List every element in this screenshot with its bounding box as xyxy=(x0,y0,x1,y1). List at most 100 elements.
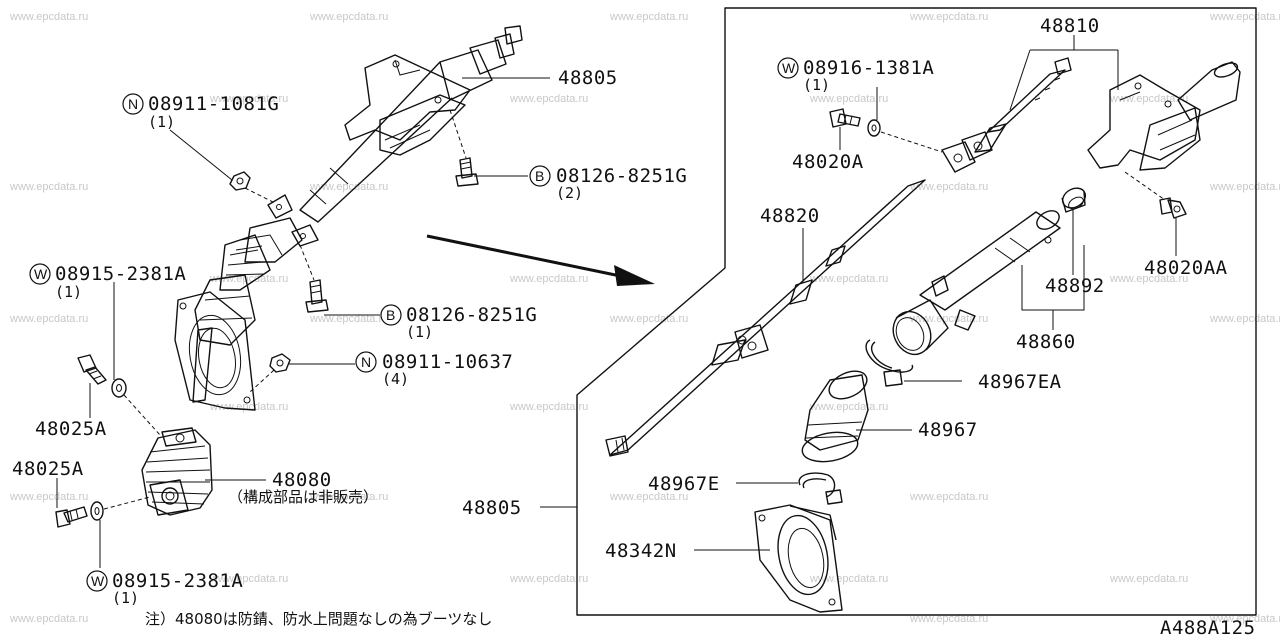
label-48860: 48860 xyxy=(1016,331,1076,353)
label-48967: 48967 xyxy=(918,419,978,441)
svg-text:(1): (1) xyxy=(55,283,82,301)
label-48020aa: 48020AA xyxy=(1144,257,1228,279)
bolt-48020a xyxy=(829,108,861,128)
label-48967ea: 48967EA xyxy=(978,371,1062,393)
svg-text:www.epcdata.ru: www.epcdata.ru xyxy=(609,313,688,325)
svg-text:www.epcdata.ru: www.epcdata.ru xyxy=(309,181,388,193)
svg-text:08915-2381A: 08915-2381A xyxy=(55,263,186,285)
bolt-08126-8251g-lower xyxy=(305,279,329,313)
svg-text:www.epcdata.ru: www.epcdata.ru xyxy=(9,613,88,625)
svg-text:www.epcdata.ru: www.epcdata.ru xyxy=(9,181,88,193)
svg-text:08916-1381A: 08916-1381A xyxy=(803,57,934,79)
svg-text:www.epcdata.ru: www.epcdata.ru xyxy=(809,573,888,585)
upper-shaft-48810 xyxy=(941,57,1072,173)
clamp-48967e xyxy=(798,472,843,505)
svg-text:www.epcdata.ru: www.epcdata.ru xyxy=(209,573,288,585)
washer-08916-1381a xyxy=(867,119,881,137)
svg-text:www.epcdata.ru: www.epcdata.ru xyxy=(809,401,888,413)
svg-text:(2): (2) xyxy=(556,184,583,202)
leader-lines xyxy=(56,35,1177,568)
upper-tube-bracket-48810 xyxy=(1087,61,1241,171)
svg-text:www.epcdata.ru: www.epcdata.ru xyxy=(1209,613,1280,625)
svg-text:(1): (1) xyxy=(406,323,433,341)
svg-text:www.epcdata.ru: www.epcdata.ru xyxy=(1209,313,1280,325)
svg-text:www.epcdata.ru: www.epcdata.ru xyxy=(9,11,88,23)
svg-text:W: W xyxy=(782,60,796,76)
svg-text:W: W xyxy=(34,266,48,282)
svg-text:www.epcdata.ru: www.epcdata.ru xyxy=(9,491,88,503)
label-48805-top: 48805 xyxy=(558,67,618,89)
svg-text:08126-8251G: 08126-8251G xyxy=(556,165,687,187)
svg-text:08126-8251G: 08126-8251G xyxy=(406,304,537,326)
svg-text:www.epcdata.ru: www.epcdata.ru xyxy=(909,181,988,193)
label-48820: 48820 xyxy=(760,205,820,227)
svg-text:www.epcdata.ru: www.epcdata.ru xyxy=(209,273,288,285)
nut-08911-1081g xyxy=(229,171,251,191)
svg-text:www.epcdata.ru: www.epcdata.ru xyxy=(1109,573,1188,585)
svg-text:www.epcdata.ru: www.epcdata.ru xyxy=(809,273,888,285)
svg-text:www.epcdata.ru: www.epcdata.ru xyxy=(609,491,688,503)
svg-text:www.epcdata.ru: www.epcdata.ru xyxy=(1209,11,1280,23)
fastener-b2: B 08126-8251G (1) xyxy=(380,304,537,341)
view-arrow xyxy=(426,234,655,286)
svg-text:www.epcdata.ru: www.epcdata.ru xyxy=(309,313,388,325)
label-48025a-upper: 48025A xyxy=(35,418,107,440)
fastener-w2: W 08915-2381A (1) xyxy=(86,570,243,607)
nut-08911-10637 xyxy=(269,353,291,373)
svg-text:(1): (1) xyxy=(148,113,175,131)
label-48342n: 48342N xyxy=(605,540,677,562)
washer-08915-2381a-lower xyxy=(90,501,104,521)
svg-text:www.epcdata.ru: www.epcdata.ru xyxy=(509,401,588,413)
svg-text:N: N xyxy=(361,354,371,370)
shaft-48820 xyxy=(605,179,926,457)
svg-text:08911-1081G: 08911-1081G xyxy=(148,93,279,115)
exploded-view-frame xyxy=(576,7,1257,616)
svg-text:B: B xyxy=(386,307,395,323)
diagram-code: A488A125 xyxy=(1160,617,1256,639)
label-48967e: 48967E xyxy=(648,473,720,495)
washer-08915-2381a-upper xyxy=(111,378,127,398)
flange-48342n xyxy=(754,504,843,613)
svg-text:(4): (4) xyxy=(382,370,409,388)
bolt-08126-8251g-top xyxy=(455,157,479,187)
svg-text:www.epcdata.ru: www.epcdata.ru xyxy=(309,11,388,23)
svg-text:www.epcdata.ru: www.epcdata.ru xyxy=(1209,181,1280,193)
svg-text:www.epcdata.ru: www.epcdata.ru xyxy=(209,93,288,105)
fastener-n2: N 08911-10637 (4) xyxy=(355,351,513,388)
svg-text:(1): (1) xyxy=(803,76,830,94)
svg-text:www.epcdata.ru: www.epcdata.ru xyxy=(909,313,988,325)
bushing-48892 xyxy=(1061,187,1087,213)
bolt-48025a-lower xyxy=(55,506,88,528)
label-48080-note: （構成部品は非販売） xyxy=(228,488,378,506)
svg-text:www.epcdata.ru: www.epcdata.ru xyxy=(509,93,588,105)
svg-text:www.epcdata.ru: www.epcdata.ru xyxy=(309,491,388,503)
label-48810: 48810 xyxy=(1040,15,1100,37)
svg-text:www.epcdata.ru: www.epcdata.ru xyxy=(1109,273,1188,285)
svg-text:www.epcdata.ru: www.epcdata.ru xyxy=(209,401,288,413)
fastener-w1: W 08915-2381A (1) xyxy=(29,263,186,301)
lower-tube-48860 xyxy=(892,210,1061,356)
svg-text:www.epcdata.ru: www.epcdata.ru xyxy=(809,93,888,105)
label-48805-side: 48805 xyxy=(462,497,522,519)
label-48892: 48892 xyxy=(1045,275,1105,297)
svg-text:08911-10637: 08911-10637 xyxy=(382,351,513,373)
svg-text:B: B xyxy=(535,168,544,184)
label-48025a-lower: 48025A xyxy=(12,458,84,480)
coupling-48080 xyxy=(141,427,213,516)
svg-text:(1): (1) xyxy=(112,589,139,607)
label-48080: 48080 xyxy=(272,469,332,491)
svg-text:www.epcdata.ru: www.epcdata.ru xyxy=(909,491,988,503)
svg-text:www.epcdata.ru: www.epcdata.ru xyxy=(1109,93,1188,105)
fastener-b1: B 08126-8251G (2) xyxy=(529,165,687,202)
svg-text:www.epcdata.ru: www.epcdata.ru xyxy=(9,313,88,325)
footnote: 注）48080は防錆、防水上問題なしの為ブーツなし xyxy=(145,610,492,628)
svg-text:www.epcdata.ru: www.epcdata.ru xyxy=(909,613,988,625)
svg-text:W: W xyxy=(91,573,105,589)
fastener-n1: N 08911-1081G (1) xyxy=(122,93,279,131)
label-48020a: 48020A xyxy=(792,151,864,173)
bolt-48025a-upper xyxy=(77,354,107,385)
fastener-w3: W 08916-1381A (1) xyxy=(777,57,934,94)
svg-text:www.epcdata.ru: www.epcdata.ru xyxy=(509,273,588,285)
